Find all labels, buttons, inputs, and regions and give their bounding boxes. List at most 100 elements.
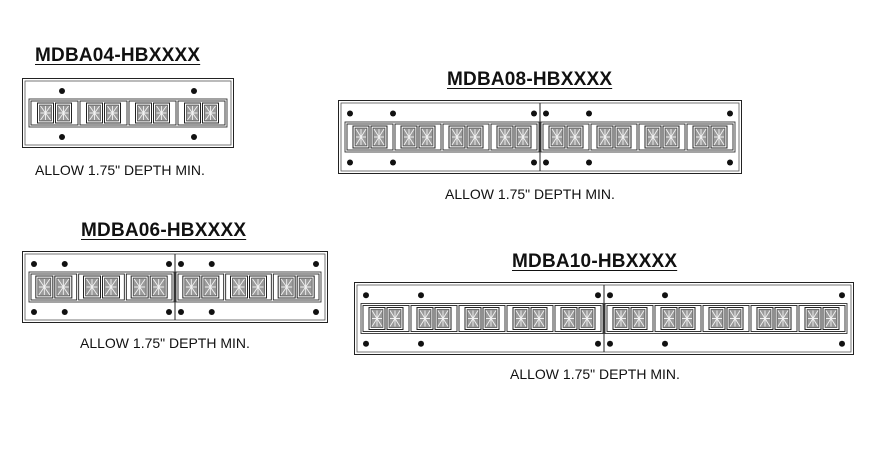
display-module <box>442 123 490 151</box>
alphanumeric-segments <box>437 310 449 327</box>
display-module <box>798 305 846 332</box>
display-module <box>490 123 538 151</box>
mounting-hole <box>595 340 601 347</box>
alphanumeric-segments <box>107 105 118 121</box>
display-band <box>540 121 736 153</box>
display-band <box>28 98 228 128</box>
display-module <box>638 123 686 151</box>
display-module <box>410 305 458 332</box>
mounting-hole <box>166 261 172 267</box>
alphanumeric-segments <box>389 310 401 327</box>
display-module <box>554 305 602 332</box>
panel-drawing-mdba08 <box>338 100 742 174</box>
alphanumeric-segments <box>40 105 51 121</box>
alphanumeric-segments <box>647 128 659 146</box>
alphanumeric-segments <box>233 278 245 296</box>
mounting-hole <box>313 261 319 267</box>
panel-section <box>28 261 175 315</box>
display-module <box>272 273 320 301</box>
alphanumeric-segments <box>152 278 165 296</box>
alphanumeric-segments <box>187 105 198 121</box>
alphanumeric-segments <box>371 310 383 327</box>
mounting-hole <box>31 261 37 267</box>
mounting-hole <box>531 159 537 166</box>
display-module <box>177 273 225 301</box>
mounting-hole <box>595 292 601 299</box>
display-module <box>78 273 125 301</box>
alphanumeric-segments <box>515 310 527 327</box>
mounting-hole <box>347 110 353 117</box>
alphanumeric-segments <box>695 128 707 146</box>
display-band <box>360 303 604 334</box>
mounting-hole <box>418 292 424 299</box>
alphanumeric-segments <box>205 105 216 121</box>
mounting-hole <box>59 134 65 140</box>
display-module <box>654 305 702 332</box>
depth-note-mdba10: ALLOW 1.75" DEPTH MIN. <box>510 366 680 382</box>
display-module <box>225 273 272 301</box>
display-module <box>394 123 442 151</box>
mounting-hole <box>586 159 592 166</box>
mounting-hole <box>313 309 319 315</box>
alphanumeric-segments <box>581 310 593 327</box>
alphanumeric-segments <box>299 278 312 296</box>
panel-section <box>28 88 228 140</box>
display-band <box>175 271 322 303</box>
alphanumeric-segments <box>569 128 581 146</box>
display-band <box>344 121 540 153</box>
display-module <box>702 305 750 332</box>
alphanumeric-segments <box>373 128 385 146</box>
alphanumeric-segments <box>355 128 367 146</box>
mounting-hole <box>31 309 37 315</box>
display-module <box>458 305 506 332</box>
alphanumeric-segments <box>86 278 98 296</box>
alphanumeric-segments <box>156 105 167 121</box>
alphanumeric-segments <box>204 278 217 296</box>
mounting-hole <box>607 340 613 347</box>
panel-section <box>344 110 540 166</box>
panel-drawing-mdba04 <box>22 78 234 148</box>
mounting-hole <box>363 340 369 347</box>
mounting-hole <box>390 110 396 117</box>
alphanumeric-segments <box>615 310 627 327</box>
alphanumeric-segments <box>133 278 146 296</box>
alphanumeric-segments <box>729 310 741 327</box>
alphanumeric-segments <box>713 128 725 146</box>
mounting-hole <box>347 159 353 166</box>
alphanumeric-segments <box>663 310 675 327</box>
alphanumeric-segments <box>469 128 481 146</box>
alphanumeric-segments <box>419 310 431 327</box>
display-module <box>750 305 798 332</box>
depth-note-mdba06: ALLOW 1.75" DEPTH MIN. <box>80 335 250 351</box>
alphanumeric-segments <box>517 128 529 146</box>
alphanumeric-segments <box>485 310 497 327</box>
display-module <box>542 123 590 151</box>
display-module <box>30 100 79 126</box>
mounting-hole <box>531 110 537 117</box>
mounting-hole <box>191 134 197 140</box>
mounting-hole <box>727 110 733 117</box>
mounting-hole <box>607 292 613 299</box>
alphanumeric-segments <box>777 310 789 327</box>
alphanumeric-segments <box>681 310 693 327</box>
display-module <box>506 305 554 332</box>
display-band <box>604 303 848 334</box>
depth-note-mdba08: ALLOW 1.75" DEPTH MIN. <box>445 186 615 202</box>
alphanumeric-segments <box>89 105 100 121</box>
alphanumeric-segments <box>185 278 198 296</box>
mounting-hole <box>839 340 845 347</box>
alphanumeric-segments <box>499 128 511 146</box>
alphanumeric-segments <box>38 278 51 296</box>
alphanumeric-segments <box>551 128 563 146</box>
alphanumeric-segments <box>533 310 545 327</box>
mounting-hole <box>166 309 172 315</box>
title-mdba04: MDBA04-HBXXXX <box>35 45 201 66</box>
alphanumeric-segments <box>467 310 479 327</box>
alphanumeric-segments <box>280 278 293 296</box>
alphanumeric-segments <box>563 310 575 327</box>
display-module <box>128 100 177 126</box>
alphanumeric-segments <box>138 105 149 121</box>
panel-section <box>603 285 848 352</box>
alphanumeric-segments <box>421 128 433 146</box>
alphanumeric-segments <box>665 128 677 146</box>
